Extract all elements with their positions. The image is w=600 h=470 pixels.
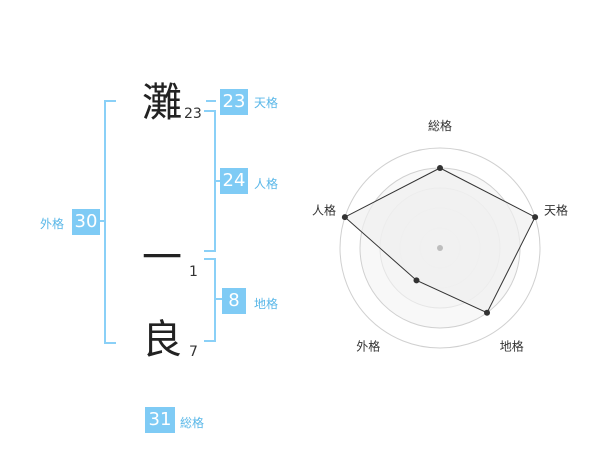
jinkaku-bracket-tick bbox=[216, 180, 222, 182]
chikaku-bracket-tick bbox=[216, 298, 222, 300]
radar-point bbox=[437, 165, 443, 171]
radar-point bbox=[532, 214, 539, 221]
radar-axis-label: 地格 bbox=[500, 339, 524, 354]
radar-axis-label: 人格 bbox=[312, 202, 336, 217]
radar-points bbox=[341, 165, 539, 316]
radar-point bbox=[341, 214, 348, 221]
chikaku-label: 地格 bbox=[254, 297, 279, 311]
jinkaku-badge: 24 bbox=[220, 168, 248, 194]
gaikaku-bracket-tick bbox=[98, 220, 104, 222]
radar-point bbox=[413, 277, 420, 284]
jinkaku-bracket bbox=[204, 110, 216, 252]
tenkaku-label: 天格 bbox=[254, 96, 279, 110]
chikaku-badge: 8 bbox=[222, 288, 246, 314]
stroke-count-1: 23 bbox=[184, 106, 202, 122]
radar-area bbox=[344, 167, 536, 314]
name-char-2: 一 bbox=[142, 235, 182, 281]
radar-axis-label: 外格 bbox=[356, 339, 380, 354]
jinkaku-label: 人格 bbox=[254, 177, 279, 191]
stroke-count-3: 7 bbox=[189, 344, 198, 360]
radar-axis-label: 天格 bbox=[544, 202, 568, 217]
radar-center-dot bbox=[437, 245, 443, 251]
tenkaku-bracket bbox=[206, 100, 216, 102]
gaikaku-bracket bbox=[104, 100, 116, 344]
soukaku-badge: 31 bbox=[145, 407, 175, 433]
gaikaku-badge: 30 bbox=[72, 209, 100, 235]
stroke-count-2: 1 bbox=[189, 264, 198, 280]
tenkaku-badge: 23 bbox=[220, 89, 248, 115]
soukaku-label: 総格 bbox=[180, 416, 205, 430]
radar-axis-label: 総格 bbox=[428, 118, 452, 133]
chikaku-bracket bbox=[204, 258, 216, 342]
name-char-1: 灘 bbox=[142, 80, 182, 126]
radar-point bbox=[484, 309, 491, 316]
radar-ring bbox=[339, 147, 541, 349]
gaikaku-label: 外格 bbox=[40, 217, 65, 231]
name-char-3: 良 bbox=[142, 317, 182, 363]
